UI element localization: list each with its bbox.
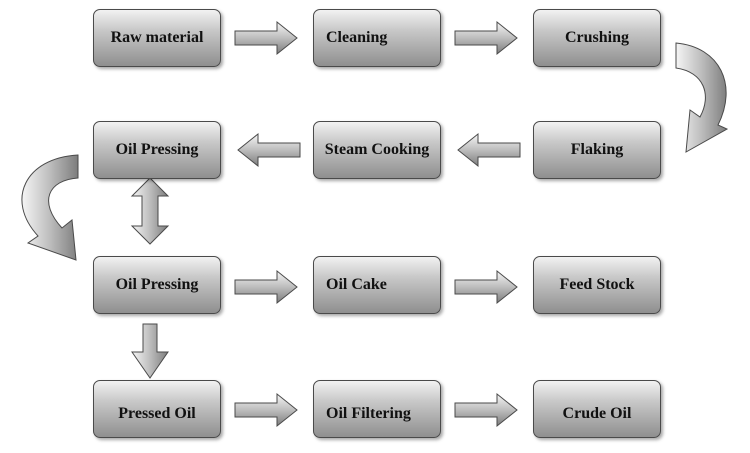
arrow-filtering-to-crude xyxy=(454,392,518,428)
curved-arrow-left-side xyxy=(21,154,79,261)
curved-arrow-crushing-to-flaking xyxy=(675,42,729,153)
node-oil-filtering: Oil Filtering xyxy=(313,380,441,438)
node-oil-cake: Oil Cake xyxy=(313,256,441,314)
node-pressed-oil: Pressed Oil xyxy=(93,380,221,438)
node-raw-material: Raw material xyxy=(93,9,221,67)
arrow-steam-to-oilpressing xyxy=(237,132,301,168)
node-crushing: Crushing xyxy=(533,9,661,67)
node-crude-oil: Crude Oil xyxy=(533,380,661,438)
node-oil-pressing-top: Oil Pressing xyxy=(93,121,221,179)
node-cleaning: Cleaning xyxy=(313,9,441,67)
arrow-flaking-to-steam xyxy=(457,132,521,168)
arrow-raw-to-cleaning xyxy=(234,20,298,56)
arrow-cleaning-to-crushing xyxy=(454,20,518,56)
arrow-pressing-to-cake xyxy=(234,269,298,305)
arrow-cake-to-feed xyxy=(454,269,518,305)
double-arrow-vertical xyxy=(130,177,170,245)
arrow-pressing-to-pressed-oil xyxy=(131,323,169,379)
node-flaking: Flaking xyxy=(533,121,661,179)
node-steam-cooking: Steam Cooking xyxy=(313,121,441,179)
node-feed-stock: Feed Stock xyxy=(533,256,661,314)
node-oil-pressing: Oil Pressing xyxy=(93,256,221,314)
arrow-pressed-to-filtering xyxy=(234,392,298,428)
